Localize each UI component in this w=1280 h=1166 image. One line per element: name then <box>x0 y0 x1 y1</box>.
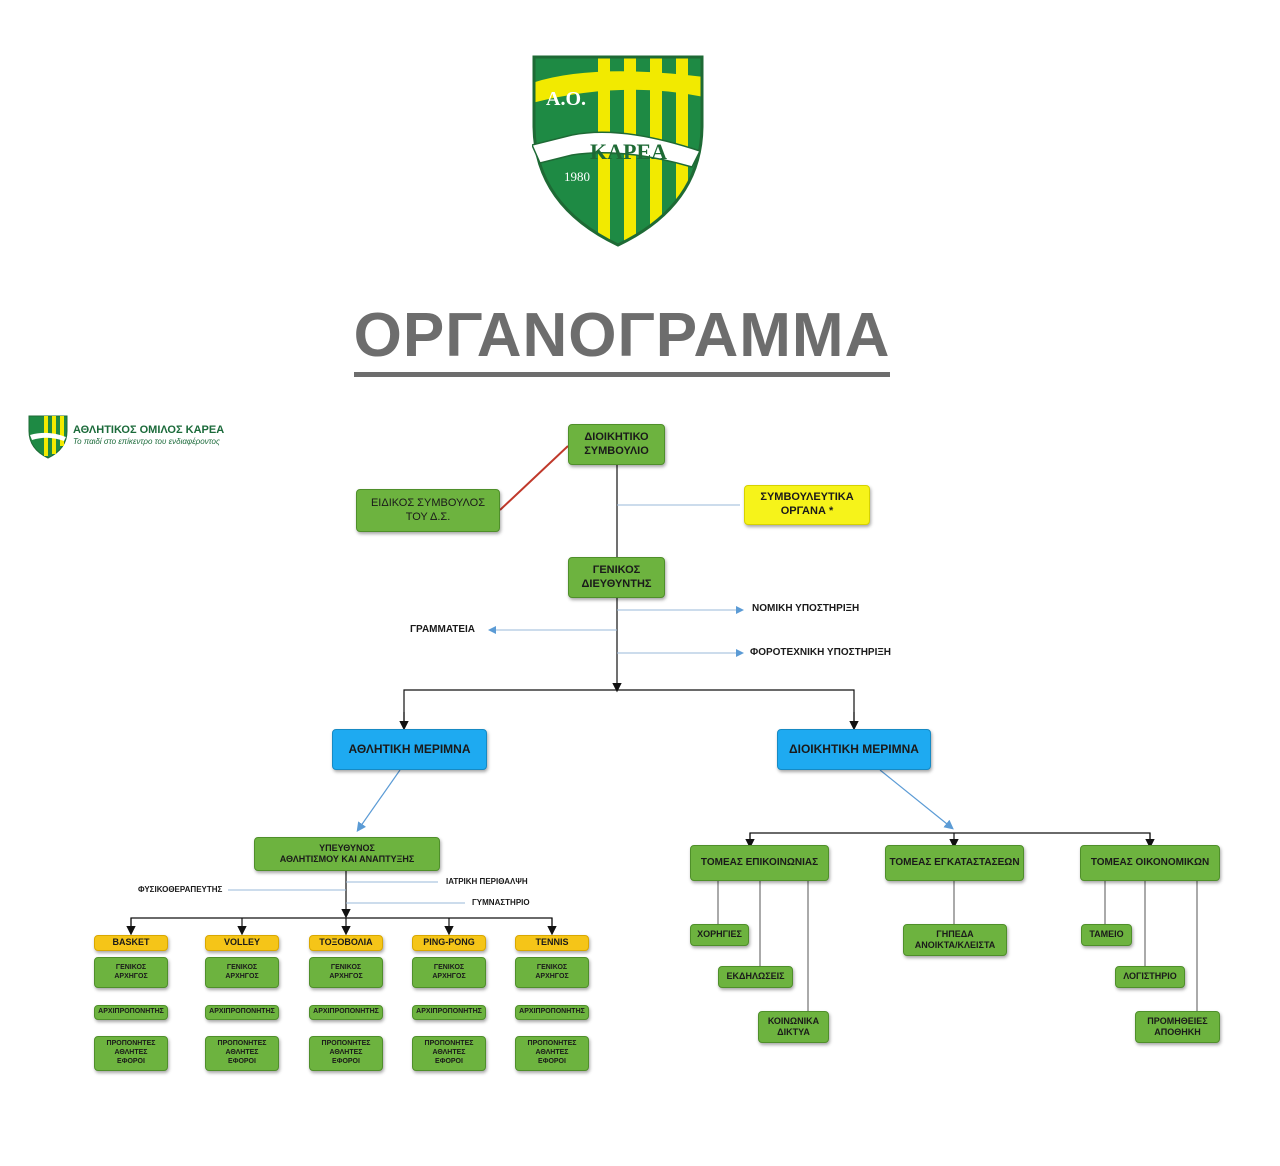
special-advisor-box: ΕΙΔΙΚΟΣ ΣΥΜΒΟΥΛΟΣ ΤΟΥ Δ.Σ. <box>356 489 500 532</box>
secretariat-label: ΓΡΑΜΜΑΤΕΙΑ <box>410 624 475 635</box>
sport-captain-box: ΓΕΝΙΚΟΣ ΑΡΧΗΓΟΣ <box>309 957 383 988</box>
sport-staff-box: ΠΡΟΠΟΝΗΤΕΣ ΑΘΛΗΤΕΣ ΕΦΟΡΟΙ <box>94 1036 168 1071</box>
sport-staff-box: ΠΡΟΠΟΝΗΤΕΣ ΑΘΛΗΤΕΣ ΕΦΟΡΟΙ <box>309 1036 383 1071</box>
advisory-bodies-box: ΣΥΜΒΟΥΛΕΥΤΙΚΑ ΟΡΓΑΝΑ * <box>744 485 870 525</box>
sport-head-coach-box: ΑΡΧΙΠΡΟΠΟΝΗΤΗΣ <box>515 1005 589 1020</box>
club-crest-logo: Α.Ο. ΚΑΡΕΑ 1980 <box>532 55 704 247</box>
crest-top-text: Α.Ο. <box>546 88 586 110</box>
general-manager-box: ΓΕΝΙΚΟΣ ΔΙΕΥΘΥΝΤΗΣ <box>568 557 665 598</box>
sports-development-head-box: ΥΠΕΥΘΥΝΟΣ ΑΘΛΗΤΙΣΜΟΥ ΚΑΙ ΑΝΑΠΤΥΞΗΣ <box>254 837 440 871</box>
sport-name-label: TENNIS <box>515 935 589 951</box>
gym-label: ΓΥΜΝΑΣΤΗΡΙΟ <box>472 898 530 907</box>
medical-care-label: ΙΑΤΡΙΚΗ ΠΕΡΙΘΑΛΨΗ <box>446 877 528 886</box>
sport-captain-box: ΓΕΝΙΚΟΣ ΑΡΧΗΓΟΣ <box>515 957 589 988</box>
line-advisor-board <box>499 445 569 511</box>
sport-staff-box: ΠΡΟΠΟΝΗΤΕΣ ΑΘΛΗΤΕΣ ΕΦΟΡΟΙ <box>205 1036 279 1071</box>
page-title-text: ΟΡΓΑΝΟΓΡΑΜΜΑ <box>353 301 891 377</box>
crest-name-text: ΚΑΡΕΑ <box>590 139 667 164</box>
sport-head-coach-box: ΑΡΧΙΠΡΟΠΟΝΗΤΗΣ <box>94 1005 168 1020</box>
sport-name-label: PING-PONG <box>412 935 486 951</box>
treasury-box: ΤΑΜΕΙΟ <box>1081 924 1132 946</box>
board-of-directors-box: ΔΙΟΙΚΗΤΙΚΟ ΣΥΜΒΟΥΛΙΟ <box>568 424 665 465</box>
crest-year-text: 1980 <box>564 169 590 184</box>
sport-head-coach-box: ΑΡΧΙΠΡΟΠΟΝΗΤΗΣ <box>412 1005 486 1020</box>
fields-box: ΓΗΠΕΔΑ ΑΝΟΙΚΤΑ/ΚΛΕΙΣΤΑ <box>903 924 1007 956</box>
communication-sector-box: ΤΟΜΕΑΣ ΕΠΙΚΟΙΝΩΝΙΑΣ <box>690 845 829 881</box>
mini-logo-name: ΑΘΛΗΤΙΚΟΣ ΟΜΙΛΟΣ ΚΑΡΕΑ <box>73 424 225 436</box>
mini-logo-slogan: Το παιδί στο επίκεντρο του ενδιαφέροντος <box>73 437 220 446</box>
sport-captain-box: ΓΕΝΙΚΟΣ ΑΡΧΗΓΟΣ <box>412 957 486 988</box>
legal-support-label: ΝΟΜΙΚΗ ΥΠΟΣΤΗΡΙΞΗ <box>752 603 860 614</box>
sport-name-label: VOLLEY <box>205 935 279 951</box>
finance-sector-box: ΤΟΜΕΑΣ ΟΙΚΟΝΟΜΙΚΩΝ <box>1080 845 1220 881</box>
sport-head-coach-box: ΑΡΧΙΠΡΟΠΟΝΗΤΗΣ <box>205 1005 279 1020</box>
line-split <box>403 689 855 727</box>
page-title: ΟΡΓΑΝΟΓΡΑΜΜΑ <box>0 300 1244 377</box>
physio-label: ΦΥΣΙΚΟΘΕΡΑΠΕΥΤΗΣ <box>138 885 223 894</box>
sport-name-label: ΤΟΞΟΒΟΛΙΑ <box>309 935 383 951</box>
accounting-box: ΛΟΓΙΣΤΗΡΙΟ <box>1115 966 1185 988</box>
social-networks-box: ΚΟΙΝΩΝΙΚΑ ΔΙΚΤΥΑ <box>758 1011 829 1043</box>
events-box: ΕΚΔΗΛΩΣΕΙΣ <box>718 966 793 988</box>
line-sectors-split <box>749 832 1151 845</box>
supplies-warehouse-box: ΠΡΟΜΗΘΕΙΕΣ ΑΠΟΘΗΚΗ <box>1135 1011 1220 1043</box>
sport-head-coach-box: ΑΡΧΙΠΡΟΠΟΝΗΤΗΣ <box>309 1005 383 1020</box>
sport-captain-box: ΓΕΝΙΚΟΣ ΑΡΧΗΓΟΣ <box>205 957 279 988</box>
administrative-care-box: ΔΙΟΙΚΗΤΙΚΗ ΜΕΡΙΜΝΑ <box>777 729 931 770</box>
sport-staff-box: ΠΡΟΠΟΝΗΤΕΣ ΑΘΛΗΤΕΣ ΕΦΟΡΟΙ <box>412 1036 486 1071</box>
line-admin-sectors <box>879 769 954 830</box>
line-sports-split <box>130 917 553 930</box>
sport-name-label: BASKET <box>94 935 168 951</box>
sport-captain-box: ΓΕΝΙΚΟΣ ΑΡΧΗΓΟΣ <box>94 957 168 988</box>
facilities-sector-box: ΤΟΜΕΑΣ ΕΓΚΑΤΑΣΤΑΣΕΩΝ <box>885 845 1024 881</box>
sponsorships-box: ΧΟΡΗΓΙΕΣ <box>690 924 749 946</box>
line-athletic-sportshead <box>356 769 401 832</box>
athletic-care-box: ΑΘΛΗΤΙΚΗ ΜΕΡΙΜΝΑ <box>332 729 487 770</box>
mini-club-logo <box>28 415 68 459</box>
tax-support-label: ΦΟΡΟΤΕΧΝΙΚΗ ΥΠΟΣΤΗΡΙΞΗ <box>750 647 892 658</box>
sport-staff-box: ΠΡΟΠΟΝΗΤΕΣ ΑΘΛΗΤΕΣ ΕΦΟΡΟΙ <box>515 1036 589 1071</box>
